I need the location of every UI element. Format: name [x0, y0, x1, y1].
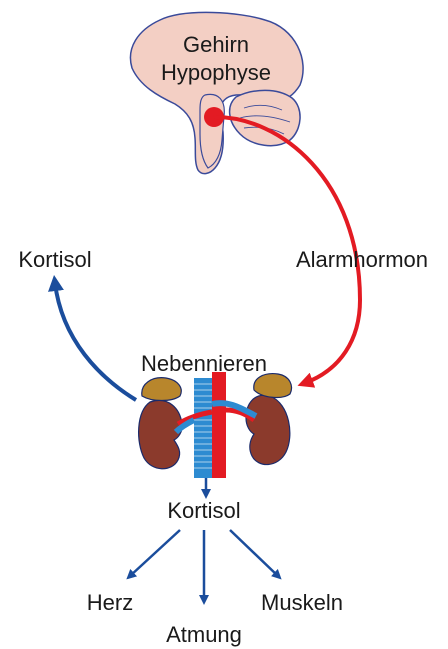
arrow-to-heart	[130, 530, 180, 576]
kidneys-illustration	[139, 372, 292, 478]
vena-cava	[194, 378, 212, 478]
cortisol-feedback-arrow	[55, 283, 136, 400]
heart-label: Herz	[87, 590, 133, 615]
alarm-hormone-label: Alarmhormon	[296, 247, 428, 272]
aorta	[212, 372, 226, 478]
left-kidney	[139, 400, 183, 468]
cortisol-output-label: Kortisol	[167, 498, 240, 523]
breathing-label: Atmung	[166, 622, 242, 647]
cortisol-feedback-label: Kortisol	[18, 247, 91, 272]
right-adrenal	[254, 374, 292, 398]
adrenal-glands-label: Nebennieren	[141, 351, 267, 376]
pituitary-label: Hypophyse	[161, 60, 271, 85]
brain-label: Gehirn	[183, 32, 249, 57]
brain-illustration: Gehirn Hypophyse	[130, 12, 303, 173]
right-kidney	[246, 395, 290, 464]
left-adrenal	[142, 378, 181, 401]
arrow-to-muscles	[230, 530, 278, 576]
muscles-label: Muskeln	[261, 590, 343, 615]
